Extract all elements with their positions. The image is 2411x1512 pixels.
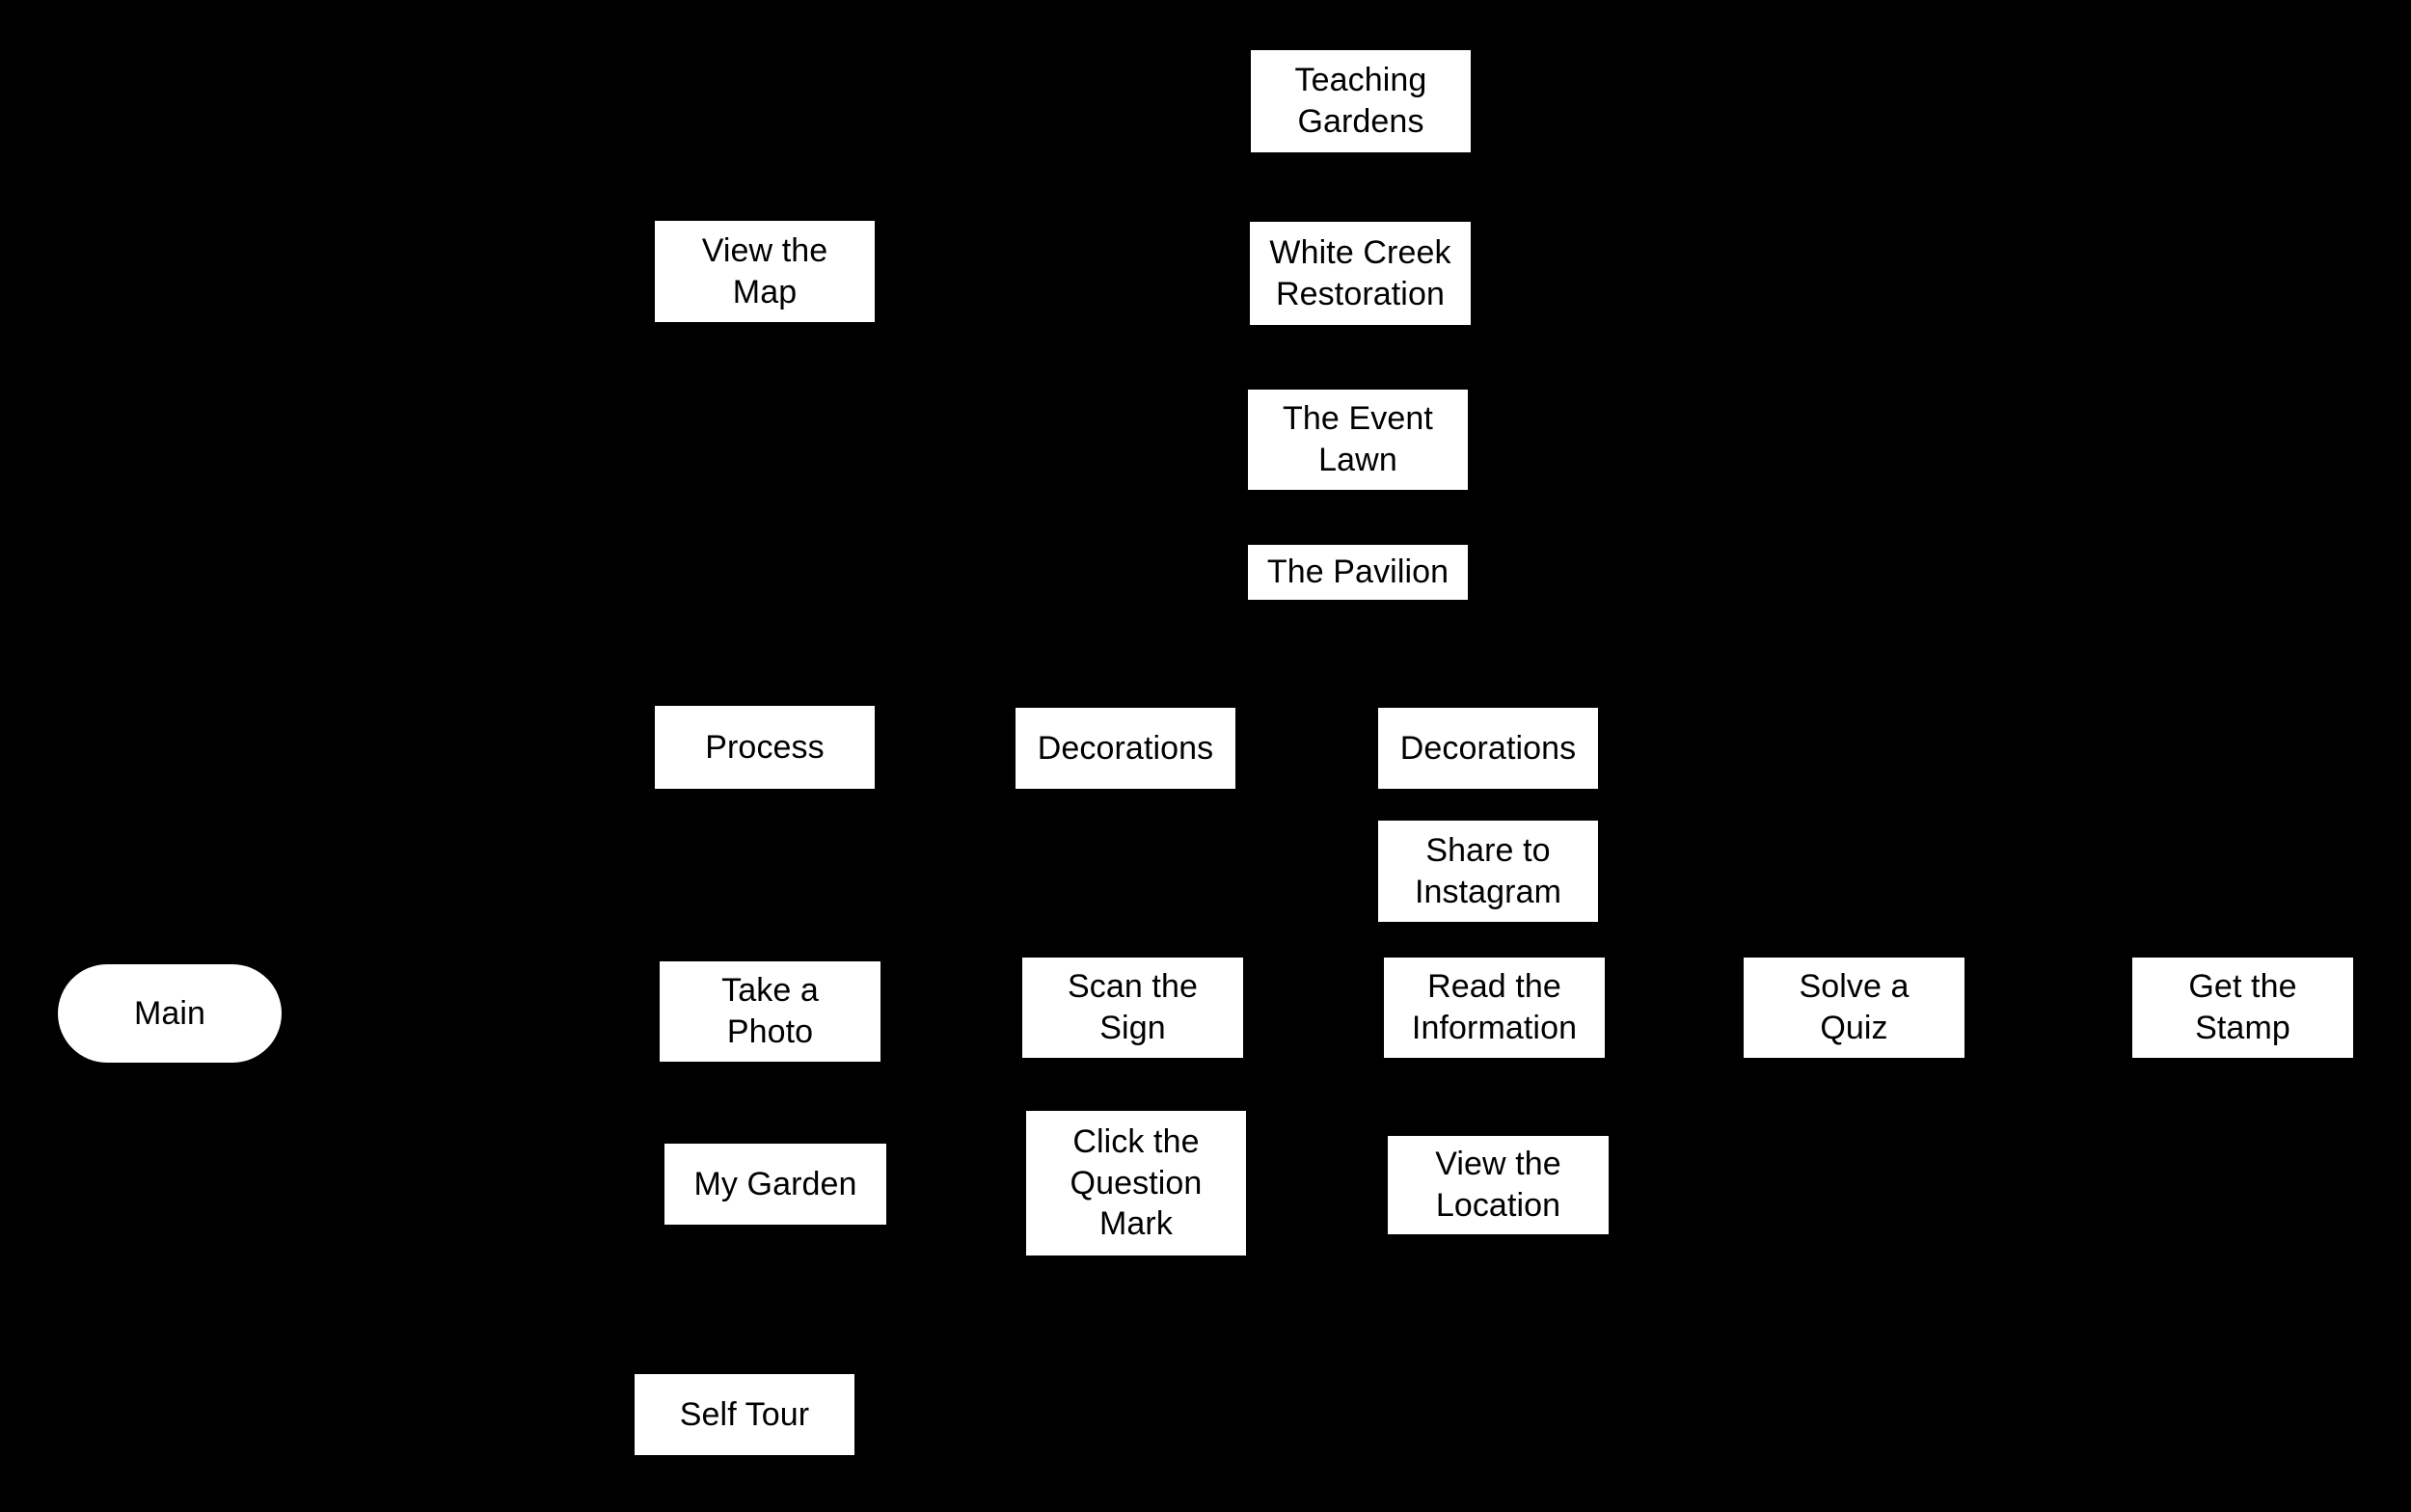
node-solve-a-quiz[interactable]: Solve a Quiz [1744,958,1964,1058]
node-scan-the-sign[interactable]: Scan the Sign [1022,958,1243,1058]
node-label: Process [705,728,825,766]
node-label: Self Tour [679,1395,810,1433]
node-event-lawn[interactable]: The Event Lawn [1248,390,1468,490]
node-click-question-mark[interactable]: Click the Question Mark [1026,1111,1246,1256]
node-process[interactable]: Process [655,706,875,789]
node-label: White Creek Restoration [1269,233,1451,312]
node-share-to-instagram[interactable]: Share to Instagram [1378,821,1598,922]
node-label: Decorations [1037,729,1214,767]
node-my-garden[interactable]: My Garden [664,1144,886,1225]
node-label: Main [133,994,206,1032]
node-decorations-2[interactable]: Decorations [1378,708,1598,789]
node-label: View the Location [1435,1146,1561,1224]
node-teaching-gardens[interactable]: Teaching Gardens [1251,50,1471,152]
node-main[interactable]: Main [58,964,282,1063]
node-label: Solve a Quiz [1799,968,1910,1046]
node-self-tour[interactable]: Self Tour [635,1374,854,1455]
node-view-the-location[interactable]: View the Location [1388,1136,1609,1234]
node-label: Read the Information [1411,968,1578,1046]
node-decorations-1[interactable]: Decorations [1016,708,1235,789]
node-take-a-photo[interactable]: Take a Photo [660,961,880,1062]
node-label: View the Map [701,231,828,310]
node-label: The Pavilion [1266,554,1449,591]
node-label: The Event Lawn [1283,400,1433,478]
node-label: Decorations [1399,729,1577,767]
node-label: My Garden [693,1165,857,1202]
node-label: Take a Photo [721,972,819,1050]
node-label: Get the Stamp [2188,968,2297,1046]
node-pavilion[interactable]: The Pavilion [1248,545,1468,600]
node-label: Share to Instagram [1414,831,1562,910]
node-label: Teaching Gardens [1294,62,1427,140]
node-get-the-stamp[interactable]: Get the Stamp [2132,958,2353,1058]
node-label: Click the Question Mark [1070,1122,1203,1243]
node-white-creek[interactable]: White Creek Restoration [1250,222,1471,325]
node-label: Scan the Sign [1067,968,1198,1046]
node-view-the-map[interactable]: View the Map [655,221,875,322]
node-read-the-information[interactable]: Read the Information [1384,958,1605,1058]
